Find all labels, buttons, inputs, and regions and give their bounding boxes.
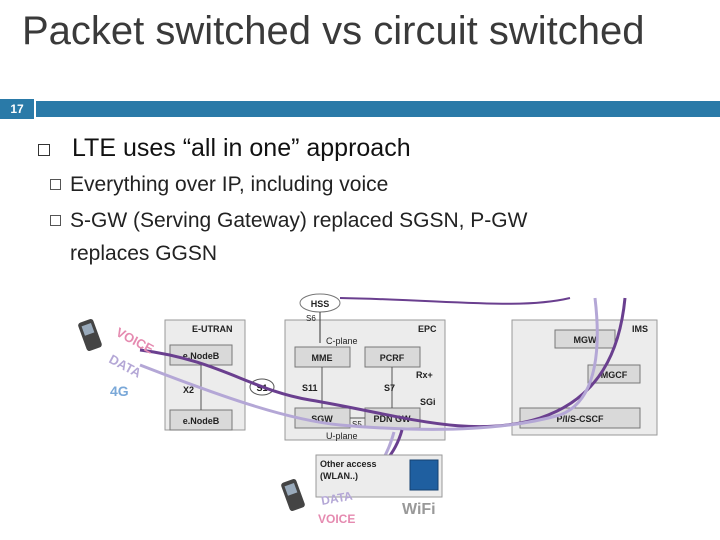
data-bottom-label: DATA (320, 489, 354, 508)
ims-label: IMS (632, 324, 648, 334)
pdngw-label: PDN GW (374, 414, 412, 424)
sgi-label: SGi (420, 397, 436, 407)
bullet-square-icon (38, 144, 50, 156)
slide-number: 17 (0, 99, 34, 119)
epc-label: EPC (418, 324, 437, 334)
data-traffic-path (139, 297, 599, 431)
title-accent-bar (36, 101, 720, 117)
enodeb-bottom-label: e.NodeB (183, 416, 220, 426)
wifi-label: WiFi (402, 501, 436, 518)
enodeb-top-label: e.NodeB (183, 351, 220, 361)
s7-label: S7 (384, 383, 395, 393)
sub-bullet-square-icon (50, 215, 61, 226)
signalling-path (339, 297, 571, 305)
bullet-sub-1: Everything over IP, including voice (70, 173, 389, 196)
voice-top-label: VOICE (114, 324, 157, 356)
voice-traffic-path (139, 297, 627, 429)
bullet-sub-2-line-1: S-GW (Serving Gateway) replaced SGSN, P-… (70, 209, 528, 232)
sgw-label: SGW (311, 414, 333, 424)
sub-bullet-square-icon (50, 179, 61, 190)
pcrf-label: PCRF (380, 353, 405, 363)
hss-label: HSS (311, 299, 330, 309)
other-access-label-1: Other access (320, 459, 377, 469)
wlan-router-icon (409, 459, 439, 491)
mobile-phone-bottom-icon (281, 479, 305, 511)
bullet-main: LTE uses “all in one” approach (72, 134, 411, 162)
eutran-label: E-UTRAN (192, 324, 233, 334)
other-access-label-2: (WLAN..) (320, 471, 358, 481)
mgcf-box (587, 364, 641, 384)
cplane-label: C-plane (326, 336, 358, 346)
slide-title: Packet switched vs circuit switched (22, 9, 645, 53)
s11-label: S11 (302, 383, 318, 393)
4g-label: 4G (110, 383, 129, 399)
bullet-sub-2-line-2: replaces GGSN (70, 242, 218, 265)
uplane-label: U-plane (326, 431, 358, 441)
data-top-label: DATA (107, 351, 145, 381)
mme-label: MME (312, 353, 333, 363)
mgw-box (554, 329, 616, 349)
mgcf-label: MGCF (601, 370, 628, 380)
s5-label: S5 (352, 420, 362, 429)
mgw-label: MGW (574, 335, 597, 345)
rx-label: Rx+ (416, 370, 433, 380)
s6-label: S6 (306, 314, 316, 323)
x2-label: X2 (183, 385, 194, 395)
voice-bottom-label: VOICE (318, 512, 355, 526)
mobile-phone-top-icon (78, 319, 102, 351)
cscf-label: P/I/S-CSCF (556, 414, 604, 424)
